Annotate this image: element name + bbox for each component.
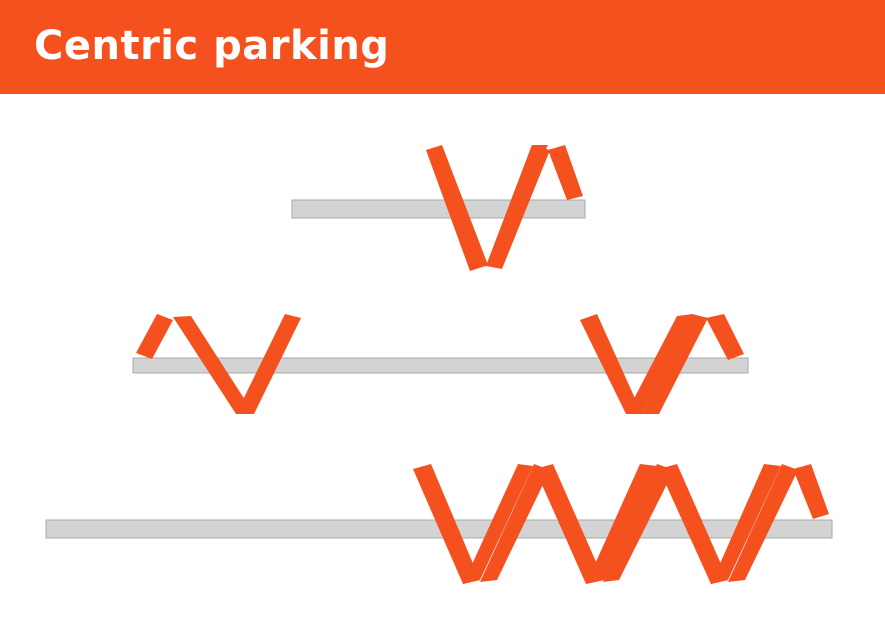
folded-segments (426, 145, 583, 271)
folded-segment (706, 314, 744, 360)
folded-segment (236, 314, 301, 414)
folded-segment (173, 316, 254, 414)
folded-segment (728, 464, 798, 582)
folded-segment (711, 464, 781, 584)
example-2-long-rail (132, 314, 749, 414)
page-title: Centric parking (34, 23, 390, 69)
folded-segment (580, 314, 642, 414)
example-1-short-rail (291, 145, 586, 271)
folded-segment (535, 464, 604, 584)
folded-segment (642, 314, 708, 414)
rail (291, 199, 586, 219)
example-3-longest-rail (45, 464, 833, 584)
folded-segment (486, 145, 550, 269)
folded-segment (659, 464, 728, 584)
folded-segment (480, 464, 550, 582)
folded-segment (426, 145, 488, 271)
title-banner: Centric parking (0, 0, 885, 94)
folded-segment (586, 464, 657, 584)
folded-segment (626, 314, 693, 414)
folded-segment (548, 145, 583, 200)
folded-segment (793, 464, 829, 519)
folded-segments-left (136, 314, 301, 414)
folded-segments-right (580, 314, 744, 414)
folded-segment (463, 464, 533, 584)
rail (132, 357, 749, 374)
folded-segment (413, 464, 480, 584)
folded-segments (413, 464, 829, 584)
parking-diagram (45, 145, 833, 584)
folded-segment (603, 464, 674, 582)
folded-segment (136, 314, 173, 359)
